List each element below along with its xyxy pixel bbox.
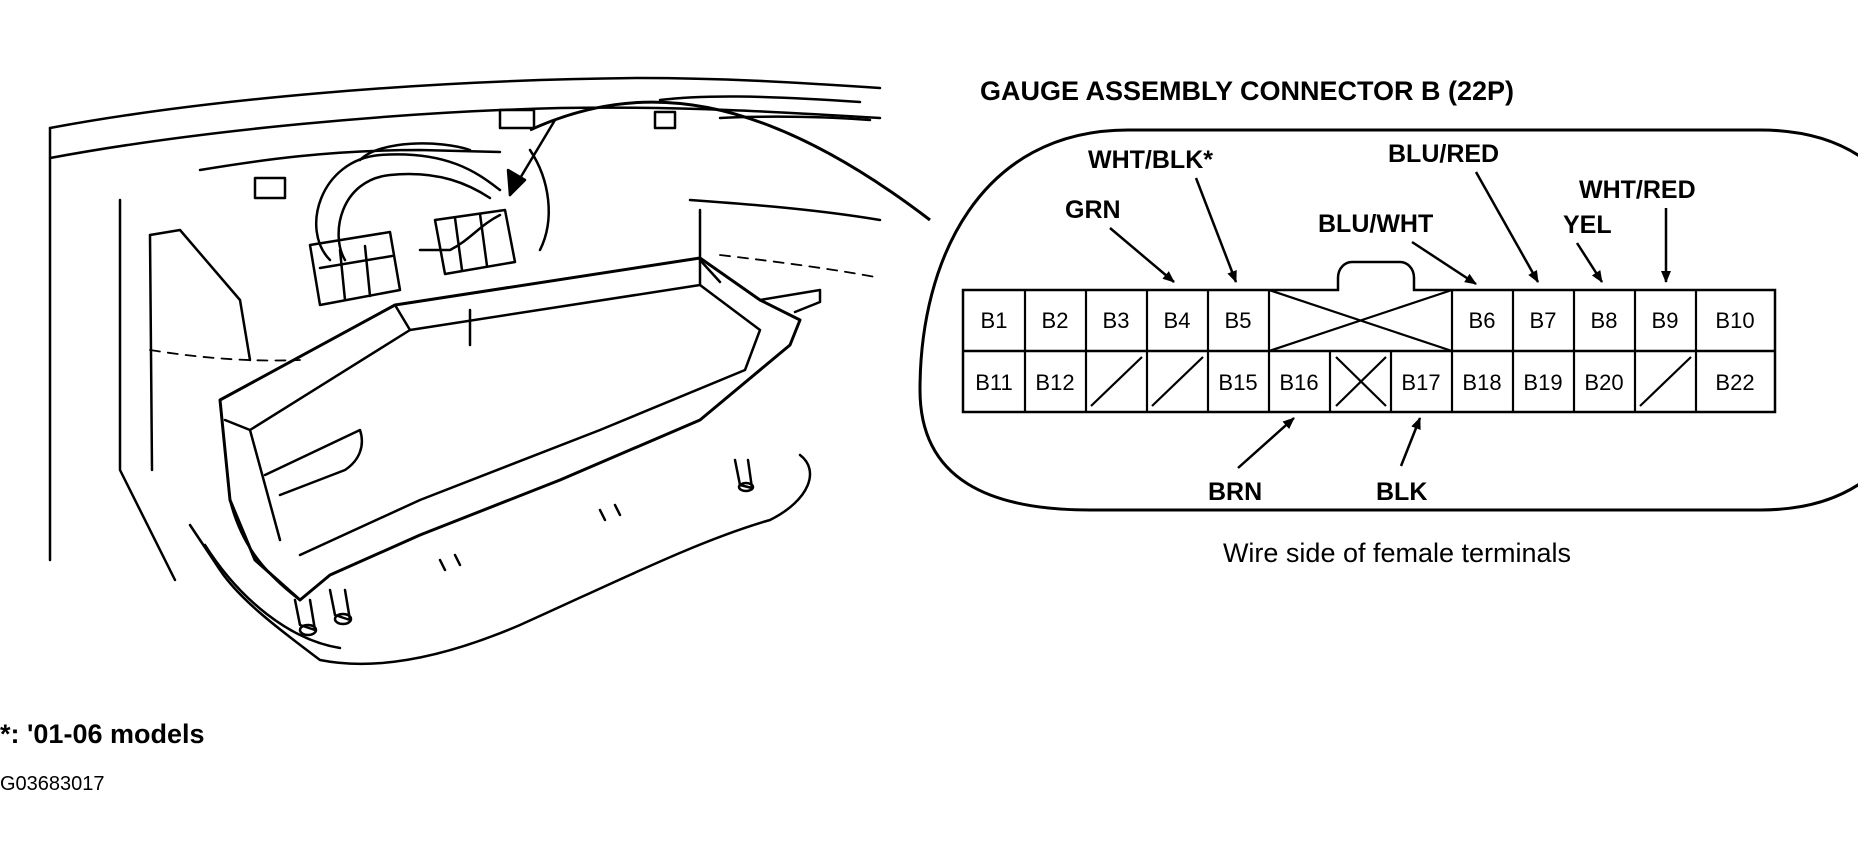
pin-b4: B4 [1164, 308, 1191, 333]
pin-b3: B3 [1103, 308, 1130, 333]
arrow-wht-blk [1194, 177, 1238, 283]
connector-top-row: B1 B2 B3 B4 B5 B6 B7 B8 B9 B10 [981, 308, 1755, 333]
pin-b5: B5 [1225, 308, 1252, 333]
pin-b9: B9 [1652, 308, 1679, 333]
figure-id: G03683017 [0, 773, 105, 795]
pin-b20: B20 [1584, 370, 1623, 395]
pin-b7: B7 [1530, 308, 1557, 333]
arrow-yel [1575, 242, 1604, 283]
pin-b12: B12 [1035, 370, 1074, 395]
label-blu-red: BLU/RED [1388, 140, 1499, 168]
pin-b18: B18 [1462, 370, 1501, 395]
pin-b1: B1 [981, 308, 1008, 333]
connector-caption: Wire side of female terminals [1223, 538, 1571, 568]
pin-b19: B19 [1523, 370, 1562, 395]
connector-bottom-row: B11 B12 B15 B16 B17 B18 B19 B20 B22 [975, 370, 1754, 395]
label-wht-blk: WHT/BLK* [1088, 146, 1213, 174]
pin-b10: B10 [1715, 308, 1754, 333]
connector-b-face [961, 260, 1777, 414]
arrow-grn [1109, 227, 1175, 283]
callout-line [529, 100, 931, 222]
gauge-assembly-illustration [48, 76, 882, 666]
pin-b8: B8 [1591, 308, 1618, 333]
pin-b16: B16 [1279, 370, 1318, 395]
label-yel: YEL [1563, 211, 1612, 239]
arrow-blk [1399, 417, 1422, 467]
pin-b11: B11 [975, 370, 1013, 395]
label-blk: BLK [1376, 478, 1427, 506]
pin-b6: B6 [1469, 308, 1496, 333]
label-wht-red: WHT/RED [1579, 176, 1696, 204]
arrow-brn [1237, 417, 1295, 469]
footnote: *: '01-06 models [0, 719, 205, 749]
arrow-blu-wht [1411, 240, 1477, 286]
label-brn: BRN [1208, 478, 1262, 506]
pin-b22: B22 [1715, 370, 1754, 395]
connector-grid [1023, 288, 1698, 412]
label-blu-wht: BLU/WHT [1318, 210, 1433, 238]
pin-b2: B2 [1042, 308, 1069, 333]
pin-b15: B15 [1218, 370, 1257, 395]
wire-labels: GRN WHT/BLK* BLU/WHT BLU/RED YEL WHT/RED… [1065, 140, 1696, 506]
pin-b17: B17 [1401, 370, 1440, 395]
connector-callout-bubble [918, 128, 1858, 512]
wire-arrows [1109, 171, 1671, 469]
connector-title: GAUGE ASSEMBLY CONNECTOR B (22P) [980, 76, 1514, 106]
arrow-blu-red [1474, 171, 1540, 283]
label-grn: GRN [1065, 196, 1121, 224]
